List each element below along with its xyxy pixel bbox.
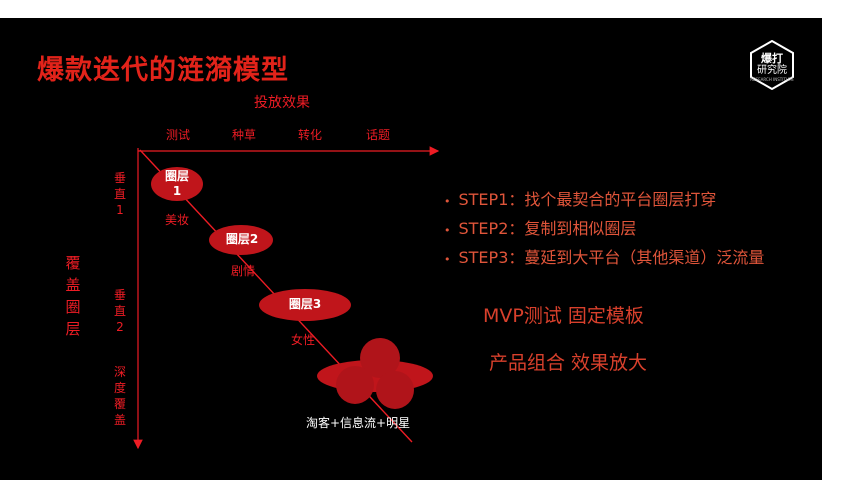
logo-text-main: 爆打	[761, 52, 783, 65]
steps-list: STEP1：找个最契合的平台圈层打穿 STEP2：复制到相似圈层 STEP3：蔓…	[444, 186, 765, 273]
column-topic: 话题	[365, 128, 390, 142]
ripple-diagram	[133, 146, 440, 450]
column-test: 测试	[165, 128, 190, 142]
logo: 爆打 研究院 RESEARCH INSTITUTE	[749, 39, 795, 91]
node-1-sub: 美妆	[164, 213, 189, 227]
node-3-shape	[259, 289, 351, 321]
step-3: STEP3：蔓延到大平台（其他渠道）泛流量	[444, 244, 765, 273]
column-seeding: 种草	[231, 128, 256, 142]
highlight-product: 产品组合 效果放大	[489, 352, 648, 374]
node-2-label: 圈层2	[225, 232, 259, 246]
ripple-label: 淘客+信息流+明星	[306, 416, 411, 430]
logo-text-en: RESEARCH INSTITUTE	[750, 77, 794, 82]
node-3-sub: 女性	[290, 333, 315, 347]
node-2-sub: 剧情	[230, 264, 255, 278]
highlight-mvp: MVP测试 固定模板	[483, 305, 644, 327]
top-axis-title: 投放效果	[254, 95, 310, 111]
left-axis-title: 覆盖圈层	[65, 254, 81, 338]
node-1-shape	[151, 167, 203, 201]
column-conversion: 转化	[297, 128, 322, 142]
logo-text-sub: 研究院	[757, 65, 787, 76]
node-3-label: 圈层3	[288, 297, 322, 311]
node-2-shape	[209, 225, 273, 255]
level-vertical-2: 垂直2	[113, 288, 126, 334]
slide-canvas: 爆款迭代的涟漪模型 爆打 研究院 RESEARCH INSTITUTE 投放效果…	[0, 18, 822, 480]
level-deep-coverage: 深度覆盖	[113, 365, 126, 427]
level-vertical-1: 垂直1	[113, 171, 126, 217]
slide-title: 爆款迭代的涟漪模型	[37, 55, 289, 86]
step-2: STEP2：复制到相似圈层	[444, 215, 764, 244]
step-1: STEP1：找个最契合的平台圈层打穿	[444, 186, 764, 215]
ripple-cluster	[317, 338, 433, 409]
node-1-label: 圈层1	[164, 169, 189, 198]
hexagon-logo-icon	[750, 39, 794, 91]
